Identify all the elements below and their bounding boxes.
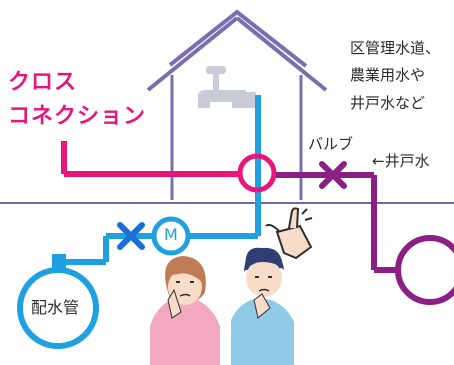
man-illustration xyxy=(231,247,294,365)
cross-connection-point xyxy=(237,153,277,193)
well-water-pipe xyxy=(276,172,398,273)
house-outline xyxy=(146,9,328,200)
woman-illustration xyxy=(150,256,220,365)
well-icon xyxy=(395,235,454,305)
water-meter xyxy=(151,216,191,256)
other-water-line3: 井戸水など xyxy=(350,94,426,112)
main-pipe-label: 配水管 xyxy=(31,298,80,317)
well-water-label: ←井戸水 xyxy=(372,152,430,170)
pointing-hand-icon xyxy=(265,207,313,260)
diagram-title-line1: クロス xyxy=(8,70,78,95)
valve-icon xyxy=(117,222,145,250)
meter-label: M xyxy=(164,225,178,244)
valve-label: バルブ xyxy=(308,135,354,153)
main-pipe-icon xyxy=(17,267,99,349)
other-water-line2: 農業用水や xyxy=(350,66,426,84)
valve-icon xyxy=(319,161,347,189)
diagram-title-line2: コネクション xyxy=(8,104,147,129)
faucet-icon xyxy=(198,66,256,108)
other-water-line1: 区管理水道、 xyxy=(350,39,441,57)
cross-connection-pipe xyxy=(61,141,238,177)
